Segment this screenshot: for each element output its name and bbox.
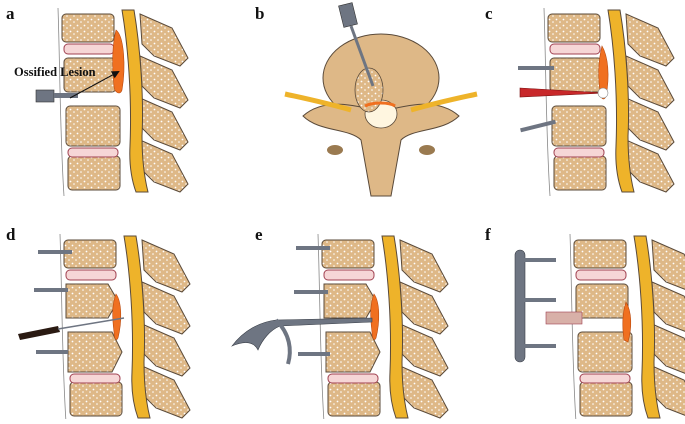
intervertebral-disc <box>64 44 114 54</box>
floating-lesion-marker <box>598 88 608 98</box>
spinous-process <box>142 240 190 292</box>
screw-icon <box>36 350 68 354</box>
screw-icon <box>518 66 554 70</box>
intervertebral-disc <box>554 148 604 157</box>
spine-sagittal-view <box>60 234 190 419</box>
vertebral-body <box>66 106 120 146</box>
drill-handle-icon <box>339 3 358 28</box>
screw-icon <box>294 290 328 294</box>
graft-segment <box>546 312 582 324</box>
vertebral-body <box>322 240 374 268</box>
spinous-process <box>140 14 188 66</box>
facet-joint <box>419 145 435 155</box>
spine-sagittal-view <box>544 8 674 196</box>
spine-sagittal-view <box>58 8 188 196</box>
panel-label-f: f <box>485 226 491 243</box>
screw-icon <box>296 246 330 250</box>
intervertebral-disc <box>576 270 626 280</box>
ossified-lesion <box>113 294 121 340</box>
vertebral-body <box>68 156 120 190</box>
panel-label-d: d <box>6 226 15 243</box>
vertebral-body-partial <box>66 284 118 318</box>
vertebral-body <box>576 284 628 318</box>
drill-icon <box>36 90 54 102</box>
vertebral-body <box>70 382 122 416</box>
intervertebral-disc <box>328 374 378 383</box>
intervertebral-disc <box>70 374 120 383</box>
spine-sagittal-view <box>570 234 685 419</box>
vertebral-body <box>574 240 626 268</box>
plate-screw-icon <box>520 258 556 262</box>
panel-label-a: a <box>6 5 15 22</box>
vertebral-body <box>328 382 380 416</box>
intervertebral-disc <box>324 270 374 280</box>
plate-screw-icon <box>520 344 556 348</box>
facet-joint <box>327 145 343 155</box>
plate-screw-icon <box>520 298 556 302</box>
spinous-process <box>400 240 448 292</box>
vertebral-body <box>580 382 632 416</box>
intervertebral-disc <box>66 270 116 280</box>
spine-sagittal-view <box>318 234 448 419</box>
vertebral-body <box>62 14 114 42</box>
panel-label-c: c <box>485 5 493 22</box>
screw-icon <box>298 352 330 356</box>
panel-label-b: b <box>255 5 264 22</box>
vertebral-body-partial <box>324 284 376 318</box>
vertebral-body <box>550 58 602 92</box>
screw-icon <box>34 288 68 292</box>
axial-vertebra-view <box>285 3 477 196</box>
intervertebral-disc <box>580 374 630 383</box>
screw-icon <box>38 250 72 254</box>
intervertebral-disc <box>68 148 118 157</box>
vertebral-body-partial <box>68 332 122 372</box>
bone-chisel-handle-icon <box>18 326 60 340</box>
intervertebral-disc <box>550 44 600 54</box>
vertebral-body <box>548 14 600 42</box>
panel-label-e: e <box>255 226 263 243</box>
vertebral-body <box>552 106 606 146</box>
spinous-process <box>626 14 674 66</box>
vertebral-body-partial <box>326 332 380 372</box>
ossified-lesion <box>371 294 379 340</box>
ossified-lesion-label: Ossified Lesion <box>14 65 96 80</box>
vertebral-body <box>554 156 606 190</box>
screw-icon <box>520 120 556 133</box>
ossified-lesion <box>113 30 124 93</box>
